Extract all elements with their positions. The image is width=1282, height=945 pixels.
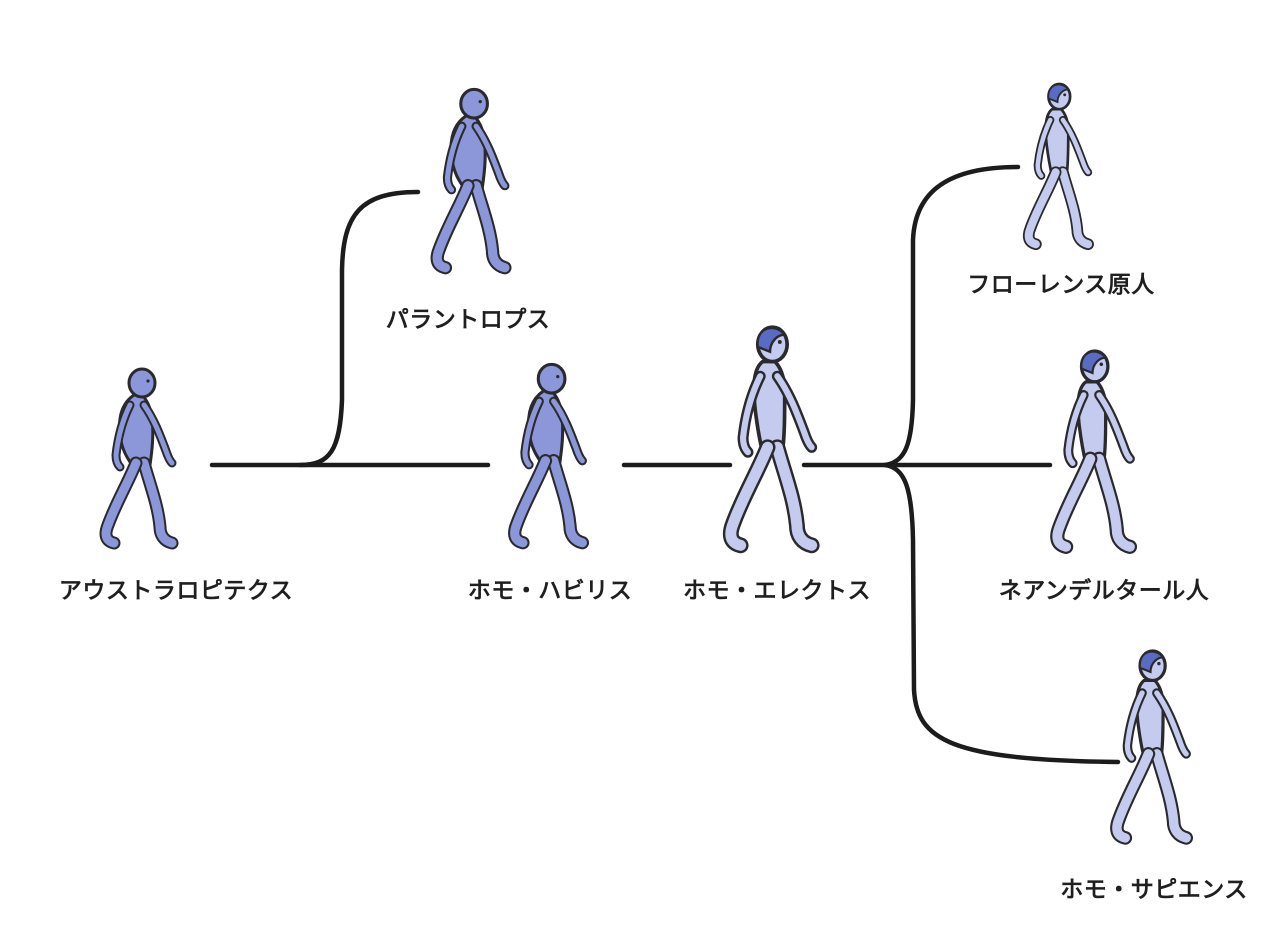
label-homo-sapiens: ホモ・サピエンス [1060, 877, 1248, 903]
figure-neanderthal [1050, 349, 1138, 554]
label-floresiensis: フローレンス原人 [967, 272, 1155, 298]
lineage-line-homo-erectus-to-floresiensis [882, 164, 1021, 468]
lineage-line-homo-erectus-to-homo-sapiens [882, 462, 1121, 765]
label-paranthropus: パラントロプス [385, 307, 551, 333]
figure-homo-sapiens [1110, 649, 1194, 845]
label-homo-erectus: ホモ・エレクトス [683, 578, 871, 604]
lineage-line-australopithecus-to-paranthropus [297, 189, 421, 468]
figure-homo-habilis [508, 362, 590, 550]
label-neanderthal: ネアンデルタール人 [998, 578, 1210, 604]
figure-floresiensis [1022, 82, 1094, 251]
figure-australopithecus [99, 367, 179, 550]
figure-homo-erectus [722, 325, 820, 554]
label-homo-habilis: ホモ・ハビリス [467, 578, 633, 604]
label-australopithecus: アウストラロピテクス [58, 578, 294, 604]
figure-paranthropus [430, 87, 512, 275]
